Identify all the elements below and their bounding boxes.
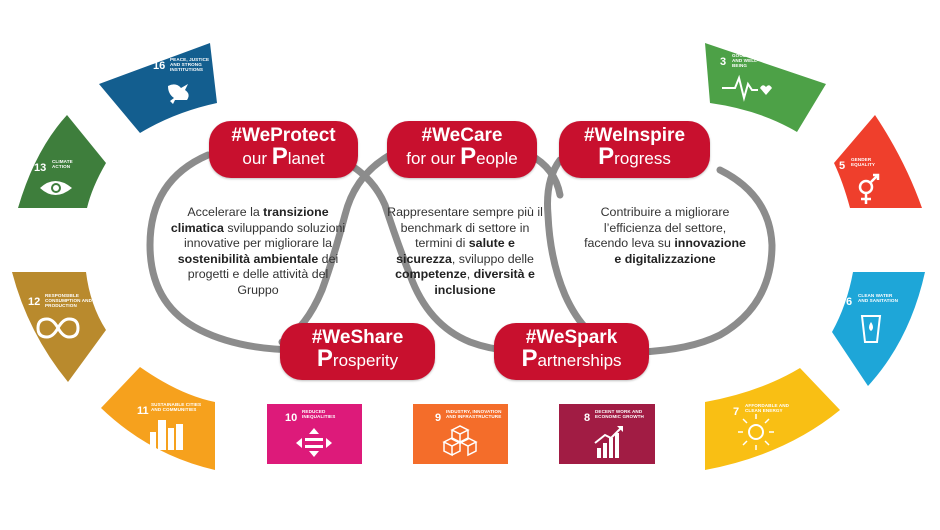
sdg6-number: 6 — [846, 296, 853, 308]
sdg13-tile — [18, 115, 106, 208]
sdg16-label: 16 PEACE, JUSTICE AND STRONG INSTITUTION… — [153, 56, 209, 74]
sdg6-title: CLEAN WATER AND SANITATION — [858, 293, 899, 304]
sdg9-label: 9 INDUSTRY, INNOVATION AND INFRASTRUCTUR… — [435, 408, 501, 426]
pill-we-share: #WeShare Prosperity — [280, 323, 435, 380]
heartbeat-icon — [722, 74, 772, 102]
sdg5-number: 5 — [839, 160, 846, 172]
pill-we-care-sub: for our People — [406, 143, 518, 170]
sdg5-tile — [834, 115, 922, 208]
equality-icon — [296, 428, 332, 457]
sdg5-label: 5 GENDER EQUALITY — [839, 156, 875, 174]
sdg3-number: 3 — [720, 56, 727, 68]
pill-we-inspire-sub: Progress — [598, 143, 671, 170]
pill-we-spark-tag: #WeSpark — [525, 327, 618, 348]
pill-we-protect-tag: #WeProtect — [231, 125, 336, 146]
sdg16-title: PEACE, JUSTICE AND STRONG INSTITUTIONS — [170, 57, 210, 73]
sdg9-title: INDUSTRY, INNOVATION AND INFRASTRUCTURE — [446, 409, 502, 420]
sun-icon — [738, 414, 774, 450]
pill-we-protect-sub: our Planet — [242, 143, 325, 170]
pill-we-care: #WeCare for our People — [387, 121, 537, 178]
gender-icon — [858, 173, 880, 204]
sdg10-label: 10 REDUCED INEQUALITIES — [285, 408, 335, 426]
sdg6-label: 6 CLEAN WATER AND SANITATION — [846, 292, 898, 310]
sdg8-number: 8 — [584, 412, 591, 424]
text-progress: Contribuire a migliorare l’efficienza de… — [584, 205, 746, 266]
sdg3-label: 3 GOOD HEALTH AND WELL-BEING — [720, 52, 767, 70]
text-people: Rappresentare sempre più il benchmark di… — [387, 205, 543, 297]
sdg7-number: 7 — [733, 406, 740, 418]
sdg16-tile — [99, 43, 217, 133]
sdg13-number: 13 — [34, 162, 47, 174]
sdg10-title: REDUCED INEQUALITIES — [302, 409, 336, 420]
dove-gavel-icon — [168, 84, 189, 104]
pill-we-share-tag: #WeShare — [311, 327, 404, 348]
water-glass-icon — [860, 315, 882, 343]
pill-we-protect: #WeProtect our Planet — [209, 121, 358, 178]
sdg7-label: 7 AFFORDABLE AND CLEAN ENERGY — [733, 402, 789, 420]
sdg9-number: 9 — [435, 412, 442, 424]
sdg11-tile — [101, 367, 215, 470]
sdg10-number: 10 — [285, 412, 298, 424]
growth-chart-icon — [594, 426, 623, 458]
sdg8-label: 8 DECENT WORK AND ECONOMIC GROWTH — [584, 408, 644, 426]
pill-we-share-sub: Prosperity — [316, 345, 399, 372]
pill-we-spark: #WeSpark Partnerships — [494, 323, 649, 380]
sdg7-title: AFFORDABLE AND CLEAN ENERGY — [745, 403, 790, 414]
sdg7-tile — [705, 368, 840, 470]
sdg11-number: 11 — [137, 405, 149, 417]
pill-we-care-tag: #WeCare — [421, 125, 503, 146]
pill-we-inspire: #WeInspire Progress — [559, 121, 710, 178]
cubes-icon — [442, 425, 478, 457]
eye-globe-icon — [40, 181, 72, 195]
pill-we-spark-sub: Partnerships — [521, 345, 622, 372]
sdg11-title: SUSTAINABLE CITIES AND COMMUNITIES — [151, 402, 202, 413]
sdg3-title: GOOD HEALTH AND WELL-BEING — [732, 53, 767, 69]
text-planet: Accelerare la transizione climatica svil… — [170, 205, 346, 297]
sdg16-number: 16 — [153, 60, 166, 72]
infinity-icon — [36, 317, 80, 339]
sdg11-label: 11 SUSTAINABLE CITIES AND COMMUNITIES — [137, 401, 201, 419]
sdg12-number: 12 — [28, 296, 41, 308]
sdg8-title: DECENT WORK AND ECONOMIC GROWTH — [595, 409, 644, 420]
city-icon — [150, 420, 183, 450]
sdg12-label: 12 RESPONSIBLE CONSUMPTION AND PRODUCTIO… — [28, 292, 92, 310]
sdg13-label: 13 CLIMATE ACTION — [34, 158, 73, 176]
sdg5-title: GENDER EQUALITY — [851, 157, 876, 168]
sdg12-title: RESPONSIBLE CONSUMPTION AND PRODUCTION — [45, 293, 93, 309]
sdg13-title: CLIMATE ACTION — [52, 159, 73, 170]
pill-we-inspire-tag: #WeInspire — [583, 125, 686, 146]
